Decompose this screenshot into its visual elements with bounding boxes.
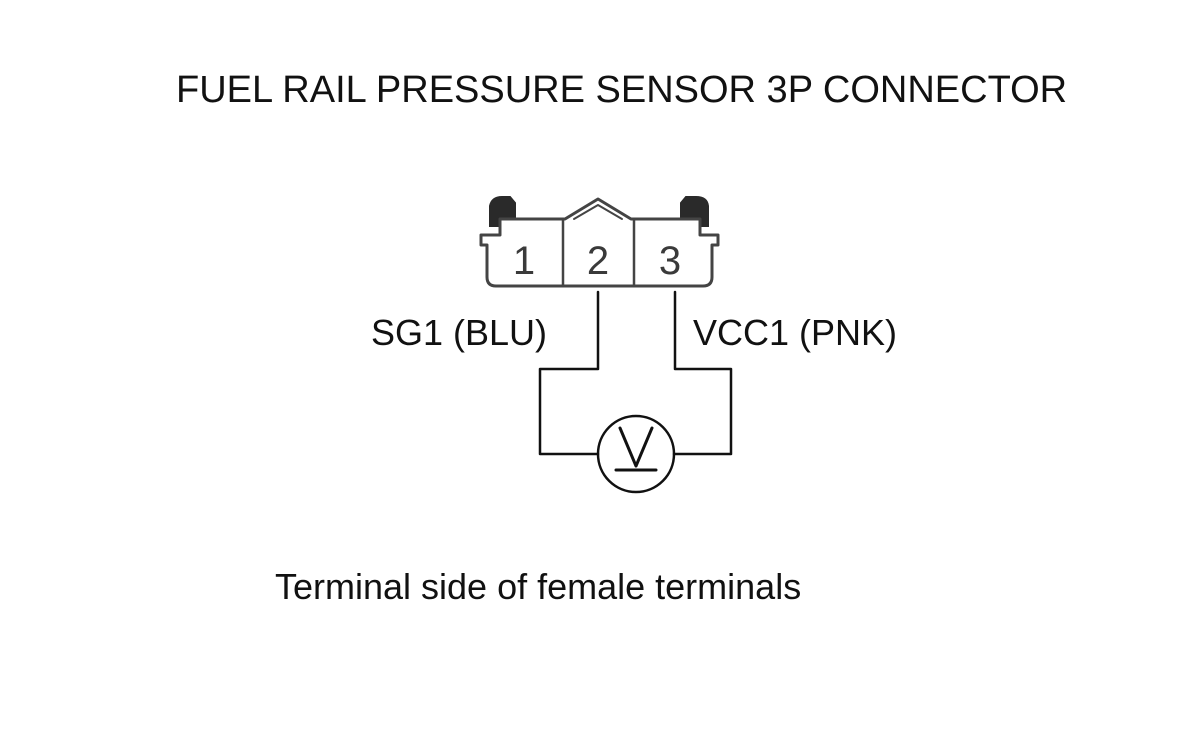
pin-number-1: 1 [513, 239, 535, 283]
connector-housing [479, 197, 720, 288]
connector-key-ridge [573, 204, 623, 220]
diagram-title: FUEL RAIL PRESSURE SENSOR 3P CONNECTOR [176, 69, 1067, 111]
wire-pin2-to-meter [538, 290, 600, 456]
pin-number-2: 2 [587, 239, 609, 283]
pin-number-3: 3 [659, 239, 681, 283]
diagram-caption: Terminal side of female terminals [275, 566, 801, 607]
wire-label-sg1: SG1 (BLU) [371, 312, 547, 353]
connector-3p: 1 2 3 [479, 196, 720, 288]
voltmeter-circle [596, 414, 676, 494]
wire-pin3-to-meter [672, 290, 733, 456]
voltmeter [596, 414, 676, 494]
wire-label-vcc1: VCC1 (PNK) [693, 312, 897, 353]
voltmeter-v-icon [618, 426, 654, 468]
